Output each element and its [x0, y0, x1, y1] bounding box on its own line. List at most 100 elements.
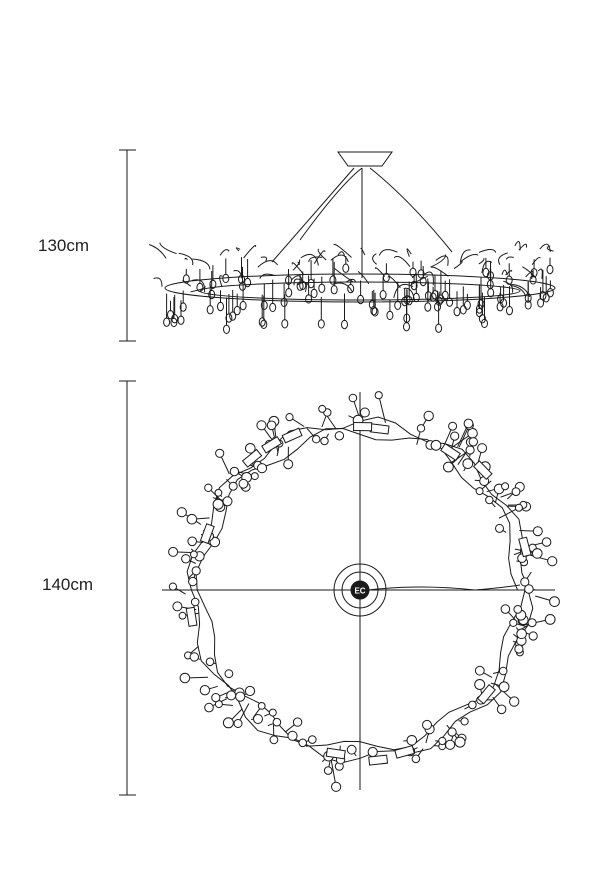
crystal-drop — [506, 305, 513, 316]
side-branch — [459, 249, 471, 264]
crystal-bead — [475, 487, 484, 496]
crystal-drop — [329, 275, 337, 285]
side-branch — [518, 243, 528, 251]
crystal-bead — [411, 754, 421, 764]
side-branch — [360, 247, 366, 256]
crystal-bead — [454, 736, 466, 748]
crystal-bead — [204, 483, 213, 492]
side-branch — [505, 270, 513, 276]
crystal-bead — [204, 702, 214, 713]
diameter-dimension — [119, 380, 136, 796]
crystal-drop — [370, 306, 378, 316]
height-label: 130cm — [38, 236, 90, 255]
crystal-bead — [308, 735, 317, 744]
crystal-bead — [256, 463, 268, 474]
back-suspension-cable — [299, 167, 363, 241]
crystal-bead — [485, 495, 494, 505]
crystal-drop — [285, 288, 293, 298]
crystal-bead — [222, 717, 234, 729]
crystal-bead — [348, 393, 358, 403]
crystal-bead — [465, 445, 475, 455]
side-branch — [317, 248, 327, 261]
side-branch — [192, 258, 211, 270]
crystal-drop — [260, 300, 268, 310]
crystal-bead — [359, 407, 370, 418]
crystal-bead — [238, 478, 249, 489]
crystal-drop — [475, 307, 483, 318]
crystal-drop — [342, 263, 350, 273]
side-branch — [378, 249, 398, 256]
crystal-drop — [296, 281, 304, 291]
crystal-bead — [514, 644, 524, 654]
crystal-drop — [524, 300, 532, 310]
crystal-bead — [178, 611, 187, 620]
crystal-bead — [318, 404, 327, 413]
side-branch — [333, 282, 354, 293]
crystal-drop — [386, 310, 394, 321]
crystal-drop — [206, 305, 214, 315]
crystal-bead — [460, 717, 469, 726]
crystal-bead — [367, 746, 378, 758]
crystal-prism — [394, 745, 415, 759]
crystal-bead — [229, 466, 240, 477]
crystal-drop — [179, 302, 187, 312]
side-branch — [387, 275, 401, 289]
crystal-bead — [474, 679, 486, 690]
side-branch — [505, 256, 514, 260]
crystal-bead — [474, 665, 485, 676]
crystal-bead — [509, 618, 518, 628]
crystal-drop — [225, 313, 233, 323]
side-branch — [539, 243, 551, 252]
crystal-drop — [542, 293, 550, 303]
crystal-drop — [222, 273, 230, 284]
crystal-drop — [435, 323, 443, 333]
crystal-drop — [347, 283, 355, 294]
crystal-drop — [233, 305, 241, 316]
crystal-drop — [435, 296, 443, 306]
side-branch — [257, 260, 279, 268]
crystal-drop — [177, 315, 185, 325]
crystal-bead — [511, 487, 521, 497]
side-branch — [298, 259, 301, 266]
side-branch — [393, 255, 411, 268]
crystal-bead — [320, 436, 329, 446]
crystal-bead — [477, 443, 488, 454]
crystal-bead — [331, 781, 342, 792]
side-branch — [291, 262, 305, 276]
crystal-bead — [224, 669, 234, 679]
crystal-drop — [441, 290, 449, 301]
side-branch — [478, 257, 485, 265]
canopy-center-hub — [350, 580, 370, 600]
crystal-drop — [453, 306, 461, 317]
side-branch — [337, 251, 345, 256]
crystal-drop — [475, 304, 483, 314]
left-suspension-cable — [271, 167, 355, 263]
side-branch — [453, 260, 463, 270]
crystal-bead — [524, 584, 534, 594]
crystal-drop — [463, 300, 471, 310]
crystal-drop — [285, 275, 292, 285]
crystal-bead — [438, 736, 447, 746]
crystal-bead — [346, 744, 357, 755]
crystal-bead — [268, 708, 277, 717]
crystal-bead — [448, 421, 458, 431]
crystal-drop — [238, 274, 245, 284]
crystal-drop — [394, 300, 402, 310]
crystal-bead — [179, 672, 191, 684]
side-branch — [300, 253, 319, 266]
crystal-bead — [544, 614, 556, 625]
crystal-bead — [172, 601, 183, 612]
crystal-drop — [434, 302, 441, 312]
crystal-drop — [459, 305, 467, 315]
crystal-drop — [310, 288, 318, 299]
side-branch — [372, 253, 377, 265]
crystal-drop — [318, 283, 326, 293]
crystal-bead — [422, 719, 432, 730]
crystal-bead — [287, 730, 298, 741]
crystal-drop — [412, 292, 420, 303]
crystal-bead — [272, 717, 282, 727]
crystal-drop — [170, 317, 178, 328]
crystal-prism — [472, 460, 493, 481]
side-branch — [243, 244, 257, 259]
right-suspension-cable — [369, 167, 453, 253]
